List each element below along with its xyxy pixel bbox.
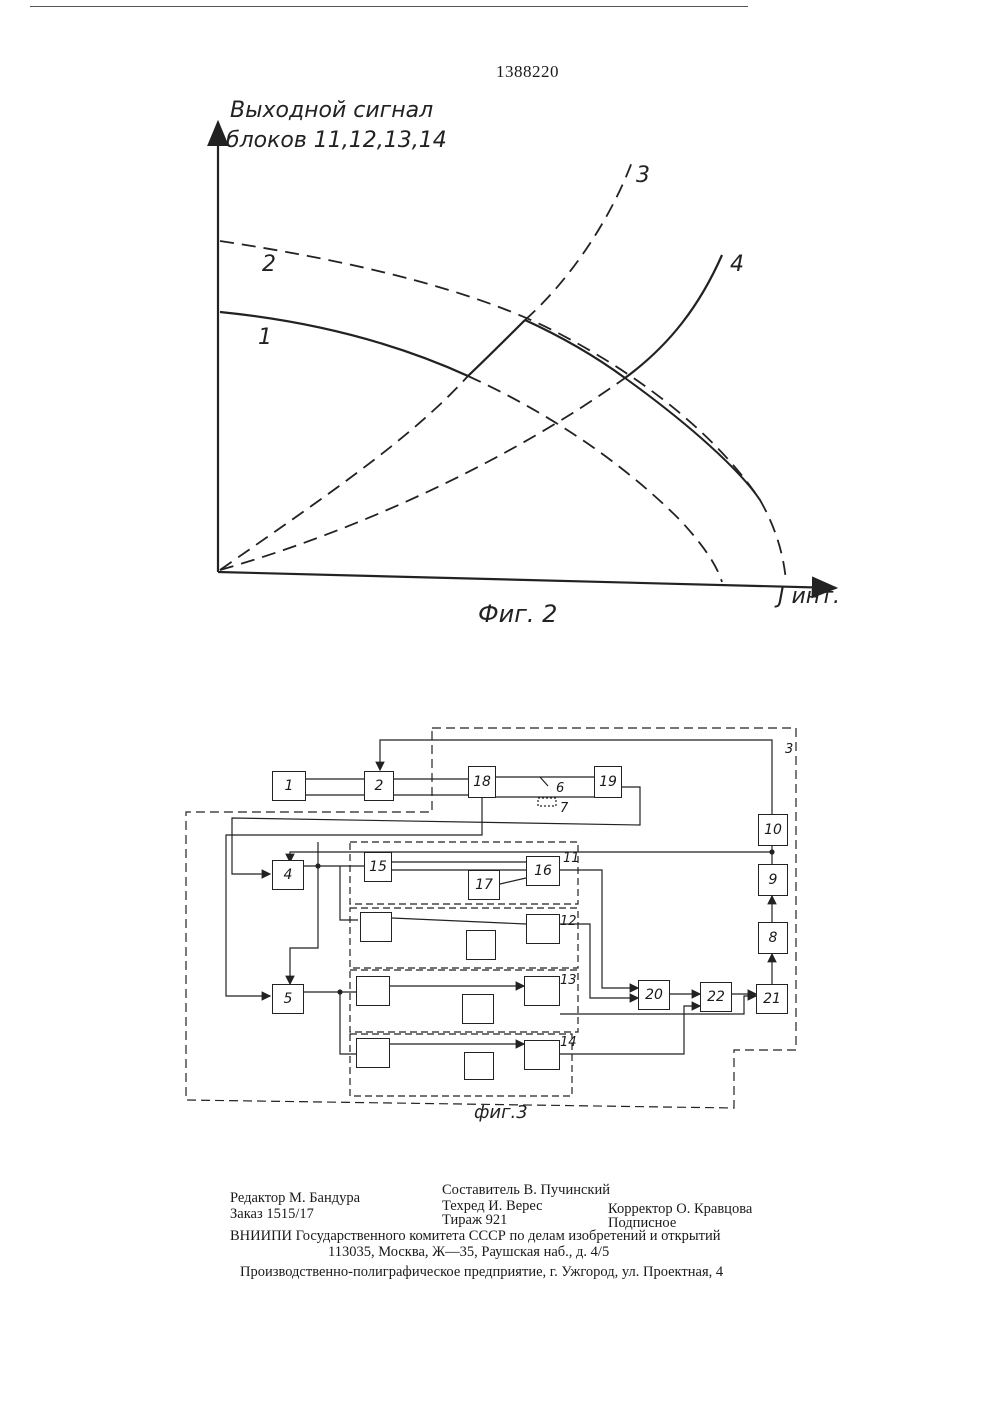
label-3: 3	[785, 742, 793, 757]
block-9: 9	[758, 864, 788, 896]
block-18: 18	[468, 766, 496, 798]
block-16: 16	[526, 856, 560, 886]
imprint-compiler: Составитель В. Пучинский	[442, 1182, 610, 1198]
block-5: 5	[272, 984, 304, 1014]
label-12: 12	[560, 914, 577, 929]
imprint-address: 113035, Москва, Ж—35, Раушская наб., д. …	[328, 1244, 609, 1260]
block-15: 15	[364, 852, 392, 882]
block-13-middle	[462, 994, 494, 1024]
block-12-right	[526, 914, 560, 944]
block-19: 19	[594, 766, 622, 798]
block-20: 20	[638, 980, 670, 1010]
imprint-order: Заказ 1515/17	[230, 1206, 314, 1222]
block-12-middle	[466, 930, 496, 960]
label-14: 14	[560, 1035, 577, 1050]
figure3-caption: фиг.3	[474, 1102, 528, 1123]
block-21: 21	[756, 984, 788, 1014]
label-7: 7	[560, 801, 568, 816]
block-12-left	[360, 912, 392, 942]
block-22: 22	[700, 982, 732, 1012]
block-13-left	[356, 976, 390, 1006]
block-14-right	[524, 1040, 560, 1070]
label-6: 6	[556, 781, 564, 796]
imprint-organization: ВНИИПИ Государственного комитета СССР по…	[230, 1228, 720, 1244]
block-10: 10	[758, 814, 788, 846]
imprint-plant: Производственно-полиграфическое предприя…	[240, 1264, 723, 1280]
block-1: 1	[272, 771, 306, 801]
block-8: 8	[758, 922, 788, 954]
label-11: 11	[563, 851, 580, 866]
block-14-left	[356, 1038, 390, 1068]
block-13-right	[524, 976, 560, 1006]
block-2: 2	[364, 771, 394, 801]
block-4: 4	[272, 860, 304, 890]
block-14-middle	[464, 1052, 494, 1080]
imprint-editor: Редактор М. Бандура	[230, 1190, 360, 1206]
imprint-circulation: Тираж 921	[442, 1212, 507, 1228]
block-17: 17	[468, 870, 500, 900]
label-13: 13	[560, 973, 577, 988]
